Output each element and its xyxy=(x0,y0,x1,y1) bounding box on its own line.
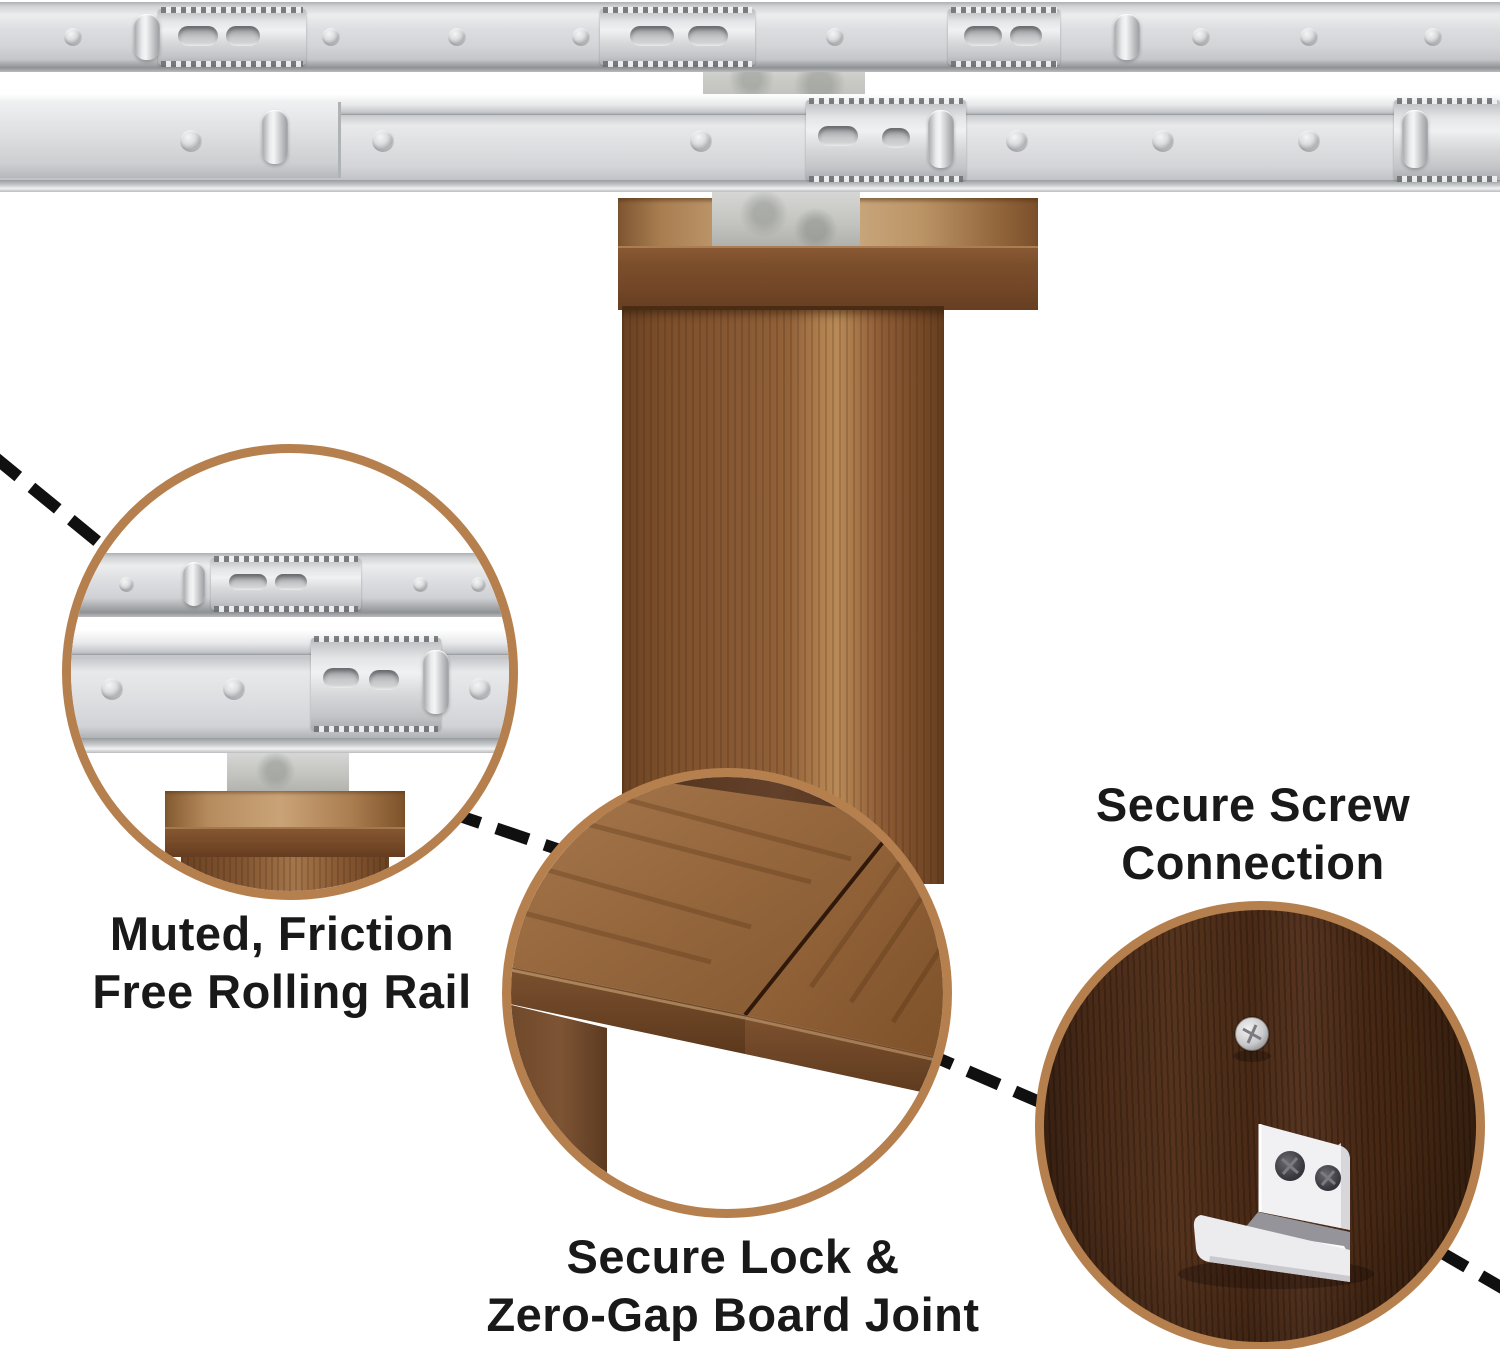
rivet xyxy=(372,130,394,152)
screw-cross xyxy=(1320,1170,1336,1186)
leader-line-rail xyxy=(0,453,124,565)
edge-highlight xyxy=(744,1016,943,1064)
inset-leg-column xyxy=(181,857,389,891)
board-left-edge xyxy=(511,967,745,1054)
rivet xyxy=(469,678,491,700)
mounting-bracket-lower xyxy=(712,192,860,246)
slide-oval-hole xyxy=(275,574,307,590)
slide-oval-hole xyxy=(229,574,267,590)
label-rolling-rail-line1: Muted, Friction xyxy=(109,907,455,960)
rivet xyxy=(322,28,340,46)
drawer-slide-rail-top xyxy=(0,2,1500,72)
rivet xyxy=(1152,130,1174,152)
zero-gap-seam xyxy=(743,815,905,1017)
leader-line-screw-out xyxy=(1433,1244,1500,1294)
callout-circle-screw xyxy=(1035,901,1485,1349)
slide-inner-section xyxy=(158,7,306,67)
rivet xyxy=(119,577,134,592)
rivet xyxy=(572,28,590,46)
slide-roller-clip xyxy=(1402,110,1428,168)
rivet xyxy=(826,28,844,46)
slide-inner-section xyxy=(311,636,441,732)
label-screw-connection-line2: Connection xyxy=(1121,836,1385,889)
rivet xyxy=(1298,130,1320,152)
slide-oval-hole xyxy=(178,26,218,46)
label-screw-connection-line1: Secure Screw xyxy=(1095,778,1411,831)
slide-oval-hole xyxy=(818,126,858,146)
board-joint-graphic xyxy=(511,777,943,1209)
inset-leg-cap-face xyxy=(165,827,405,857)
rivet xyxy=(413,577,428,592)
rivet xyxy=(180,130,202,152)
wood-grain xyxy=(511,782,852,965)
slide-roller-clip xyxy=(928,110,954,168)
slide-oval-hole xyxy=(630,26,674,46)
board-right-surface xyxy=(745,817,943,1059)
leader-line-rail-to-joint xyxy=(446,806,568,858)
label-rolling-rail-line2: Free Rolling Rail xyxy=(92,965,472,1018)
rivet xyxy=(223,678,245,700)
callout-circle-rail xyxy=(62,444,518,900)
slide-inner-section xyxy=(948,7,1060,67)
slide-oval-hole xyxy=(226,26,260,46)
label-board-joint: Secure Lock & Zero-Gap Board Joint xyxy=(433,1228,1033,1344)
slide-oval-hole xyxy=(369,670,399,690)
rivet xyxy=(1424,28,1442,46)
inset-mounting-bracket xyxy=(227,753,349,793)
rivet xyxy=(1300,28,1318,46)
rivet xyxy=(1192,28,1210,46)
screw-rim xyxy=(1234,1016,1270,1052)
slide-roller-clip xyxy=(183,562,205,606)
lip-bottom-shade xyxy=(1209,1256,1350,1282)
leg-cap-face xyxy=(618,246,1038,310)
edge-highlight xyxy=(511,968,746,1020)
inset-rail-bottom xyxy=(71,630,509,753)
slide-oval-hole xyxy=(964,26,1002,46)
rivet xyxy=(471,577,486,592)
label-screw-connection: Secure Screw Connection xyxy=(1028,776,1478,892)
screw-cross xyxy=(1281,1157,1299,1175)
slide-oval-hole xyxy=(1010,26,1042,46)
board-right-edge xyxy=(745,1015,943,1097)
rivet xyxy=(101,678,123,700)
slide-inner-section xyxy=(600,7,755,67)
callout-circle-joint xyxy=(502,768,952,1218)
plate-edge-shade xyxy=(1338,1143,1350,1230)
slide-roller-clip xyxy=(262,110,288,164)
slide-roller-clip xyxy=(1114,14,1140,60)
drawer-slide-rail-bottom xyxy=(0,94,1500,192)
rivet xyxy=(448,28,466,46)
slide-oval-hole xyxy=(882,128,910,148)
rivet xyxy=(64,28,82,46)
label-board-joint-line2: Zero-Gap Board Joint xyxy=(486,1288,980,1341)
screw-slot xyxy=(1242,1024,1262,1044)
rivet xyxy=(690,130,712,152)
screw-shadow xyxy=(1233,1050,1271,1062)
slide-roller-clip xyxy=(423,650,449,714)
slide-roller-clip xyxy=(134,14,160,60)
label-rolling-rail: Muted, Friction Free Rolling Rail xyxy=(32,905,532,1021)
inset-leg-cap-top xyxy=(165,791,405,827)
rivet xyxy=(1006,130,1028,152)
slide-oval-hole xyxy=(323,668,359,688)
bracket-plate xyxy=(1260,1124,1350,1230)
inset-rail-top xyxy=(71,553,509,617)
slide-inner-section xyxy=(211,556,361,612)
label-board-joint-line1: Secure Lock & xyxy=(566,1230,900,1283)
board-left-surface xyxy=(511,777,903,1015)
screw-bracket-graphic xyxy=(1178,1016,1374,1289)
slide-oval-hole xyxy=(688,26,728,46)
